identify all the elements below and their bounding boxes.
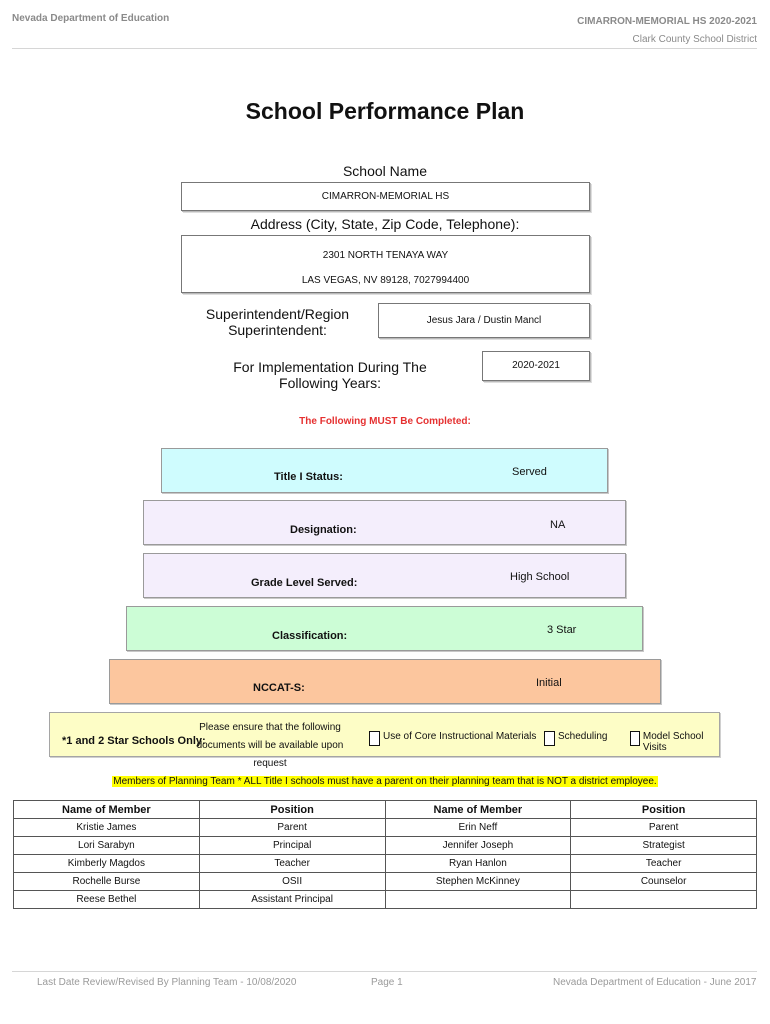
school-name-value: CIMARRON-MEMORIAL HS <box>321 191 450 202</box>
superintendent-label: Superintendent/Region Superintendent: <box>190 306 365 338</box>
implementation-value: 2020-2021 <box>512 360 560 371</box>
scheduling-label: Scheduling <box>558 731 608 742</box>
star-schools-row: *1 and 2 Star Schools Only: Please ensur… <box>49 712 720 769</box>
checkbox-icon <box>544 731 555 746</box>
classification-value: 3 Star <box>547 624 577 636</box>
must-complete-notice: The Following MUST Be Completed: <box>299 416 471 427</box>
table-cell[interactable]: Counselor <box>570 872 757 891</box>
column-header: Position <box>198 800 386 819</box>
header-agency: Nevada Department of Education <box>12 13 170 24</box>
table-cell[interactable]: Teacher <box>570 854 757 873</box>
table-cell[interactable]: OSII <box>198 872 386 891</box>
footer-review-date: Last Date Review/Revised By Planning Tea… <box>37 977 297 988</box>
title-i-status-value: Served <box>512 466 547 478</box>
model-school-visits-checkbox[interactable]: Model School Visits <box>630 731 719 753</box>
school-name-label: School Name <box>342 163 428 179</box>
table-cell[interactable]: Kimberly Magdos <box>13 854 200 873</box>
header-school-year: CIMARRON-MEMORIAL HS 2020-2021 <box>577 16 757 27</box>
address-line2: LAS VEGAS, NV 89128, 7027994400 <box>301 275 470 286</box>
implementation-field[interactable]: 2020-2021 <box>482 351 590 381</box>
title-i-status-label: Title I Status: <box>274 471 343 483</box>
star-schools-note-line1: Please ensure that the following <box>199 722 341 733</box>
table-cell[interactable]: Rochelle Burse <box>13 872 200 891</box>
table-row: Rochelle Burse OSII Stephen McKinney Cou… <box>13 872 757 891</box>
checkbox-icon <box>369 731 380 746</box>
header-divider <box>12 48 757 49</box>
core-materials-checkbox[interactable]: Use of Core Instructional Materials <box>369 731 536 746</box>
table-cell[interactable]: Parent <box>198 818 386 837</box>
grade-level-row[interactable]: Grade Level Served: High School <box>143 553 626 598</box>
table-cell[interactable] <box>570 890 757 909</box>
table-cell[interactable]: Stephen McKinney <box>384 872 572 891</box>
nccat-label: NCCAT-S: <box>253 682 305 694</box>
address-field[interactable]: 2301 NORTH TENAYA WAY LAS VEGAS, NV 8912… <box>181 235 590 293</box>
superintendent-value: Jesus Jara / Dustin Mancl <box>426 315 542 326</box>
nccat-value: Initial <box>536 677 562 689</box>
grade-level-value: High School <box>510 571 570 583</box>
table-cell[interactable]: Erin Neff <box>384 818 572 837</box>
table-cell[interactable]: Parent <box>570 818 757 837</box>
table-row: Lori Sarabyn Principal Jennifer Joseph S… <box>13 836 757 855</box>
table-header-row: Name of Member Position Name of Member P… <box>13 800 757 819</box>
page-title: School Performance Plan <box>245 98 525 124</box>
designation-value: NA <box>550 519 566 531</box>
table-cell[interactable]: Jennifer Joseph <box>384 836 572 855</box>
footer-divider <box>12 971 757 972</box>
table-cell[interactable]: Kristie James <box>13 818 200 837</box>
superintendent-label-line2: Superintendent: <box>228 322 327 338</box>
table-cell[interactable]: Assistant Principal <box>198 890 386 909</box>
superintendent-field[interactable]: Jesus Jara / Dustin Mancl <box>378 303 590 338</box>
school-name-field[interactable]: CIMARRON-MEMORIAL HS <box>181 182 590 211</box>
title-i-status-row[interactable]: Title I Status: Served <box>161 448 608 493</box>
grade-level-label: Grade Level Served: <box>251 577 358 589</box>
address-label: Address (City, State, Zip Code, Telephon… <box>250 216 520 232</box>
implementation-label: For Implementation During The Following … <box>233 359 427 391</box>
designation-row[interactable]: Designation: NA <box>143 500 626 545</box>
table-cell[interactable] <box>384 890 572 909</box>
nccat-row[interactable]: NCCAT-S: Initial <box>109 659 661 704</box>
table-cell[interactable]: Teacher <box>198 854 386 873</box>
star-schools-note: Please ensure that the following documen… <box>190 719 350 773</box>
table-row: Kristie James Parent Erin Neff Parent <box>13 818 757 837</box>
table-row: Reese Bethel Assistant Principal <box>13 890 757 909</box>
table-cell[interactable]: Lori Sarabyn <box>13 836 200 855</box>
designation-label: Designation: <box>290 524 357 536</box>
superintendent-label-line1: Superintendent/Region <box>205 306 350 322</box>
column-header: Name of Member <box>384 800 572 819</box>
star-schools-label: *1 and 2 Star Schools Only: <box>62 735 206 747</box>
column-header: Position <box>570 800 757 819</box>
model-school-visits-label: Model School Visits <box>642 731 704 753</box>
table-cell[interactable]: Ryan Hanlon <box>384 854 572 873</box>
header-school-info: CIMARRON-MEMORIAL HS 2020-2021 Clark Cou… <box>577 13 757 49</box>
scheduling-checkbox[interactable]: Scheduling <box>544 731 607 746</box>
core-materials-label: Use of Core Instructional Materials <box>383 731 537 742</box>
star-schools-note-line2: documents will be available upon request <box>196 740 344 769</box>
footer-agency-date: Nevada Department of Education - June 20… <box>553 977 757 988</box>
table-cell[interactable]: Strategist <box>570 836 757 855</box>
footer-page-number: Page 1 <box>371 977 403 988</box>
header-district: Clark County School District <box>632 34 757 45</box>
planning-team-note-text: Members of Planning Team * ALL Title I s… <box>112 776 658 787</box>
classification-row[interactable]: Classification: 3 Star <box>126 606 643 651</box>
planning-team-table: Name of Member Position Name of Member P… <box>13 800 757 909</box>
planning-team-note: Members of Planning Team * ALL Title I s… <box>0 771 770 789</box>
column-header: Name of Member <box>13 800 200 819</box>
table-cell[interactable]: Reese Bethel <box>13 890 200 909</box>
table-cell[interactable]: Principal <box>198 836 386 855</box>
table-row: Kimberly Magdos Teacher Ryan Hanlon Teac… <box>13 854 757 873</box>
address-line1: 2301 NORTH TENAYA WAY <box>322 250 449 261</box>
classification-label: Classification: <box>272 630 348 642</box>
checkbox-icon <box>630 731 640 746</box>
